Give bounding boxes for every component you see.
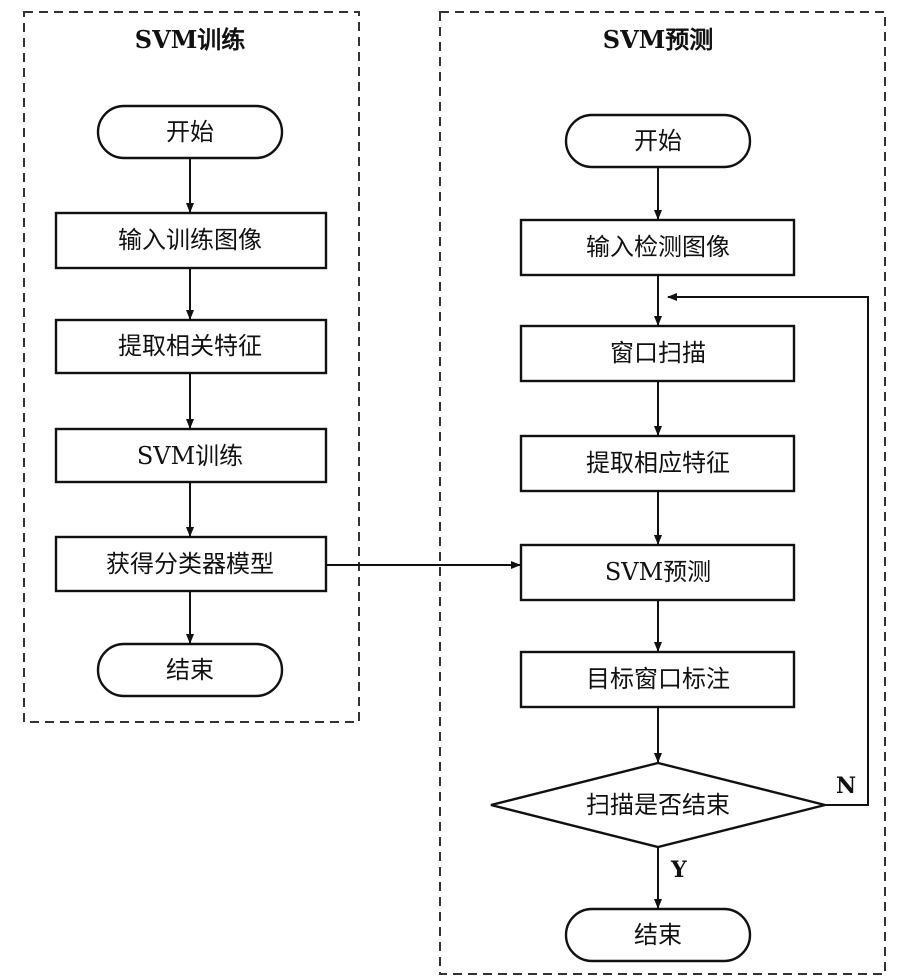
- prediction-extract-label: 提取相应特征: [586, 449, 730, 477]
- training-model-label: 获得分类器模型: [106, 550, 274, 578]
- prediction-extract-step: [519, 434, 796, 493]
- training-lane-title: SVM训练: [135, 25, 246, 54]
- branch-no-label: N: [836, 773, 856, 799]
- prediction-input-label: 输入检测图像: [586, 233, 730, 261]
- prediction-input-step: [519, 218, 796, 277]
- arrow-decision-no-loop: [667, 293, 869, 806]
- training-model-step: [54, 535, 328, 593]
- prediction-svm-label: SVM预测: [605, 558, 711, 586]
- prediction-lane: [439, 11, 886, 975]
- prediction-decision-label: 扫描是否结束: [586, 791, 730, 819]
- training-start-label: 开始: [166, 118, 214, 146]
- prediction-mark-step: [519, 650, 796, 709]
- training-extract-label: 提取相关特征: [118, 332, 262, 360]
- training-svm-label: SVM训练: [137, 442, 243, 470]
- training-end-label: 结束: [166, 656, 214, 684]
- prediction-scan-step: [519, 324, 796, 383]
- prediction-start-label: 开始: [634, 127, 682, 155]
- training-input-step: [54, 211, 328, 270]
- prediction-lane-title: SVM预测: [603, 25, 714, 54]
- prediction-mark-label: 目标窗口标注: [586, 665, 730, 693]
- training-input-label: 输入训练图像: [118, 226, 262, 254]
- training-end-terminal: [96, 642, 284, 698]
- branch-yes-label: Y: [670, 857, 687, 883]
- training-svm-step: [54, 427, 328, 484]
- prediction-scan-label: 窗口扫描: [610, 339, 706, 367]
- prediction-end-label: 结束: [634, 921, 682, 949]
- training-lane: [23, 11, 360, 723]
- prediction-end-terminal: [564, 907, 752, 963]
